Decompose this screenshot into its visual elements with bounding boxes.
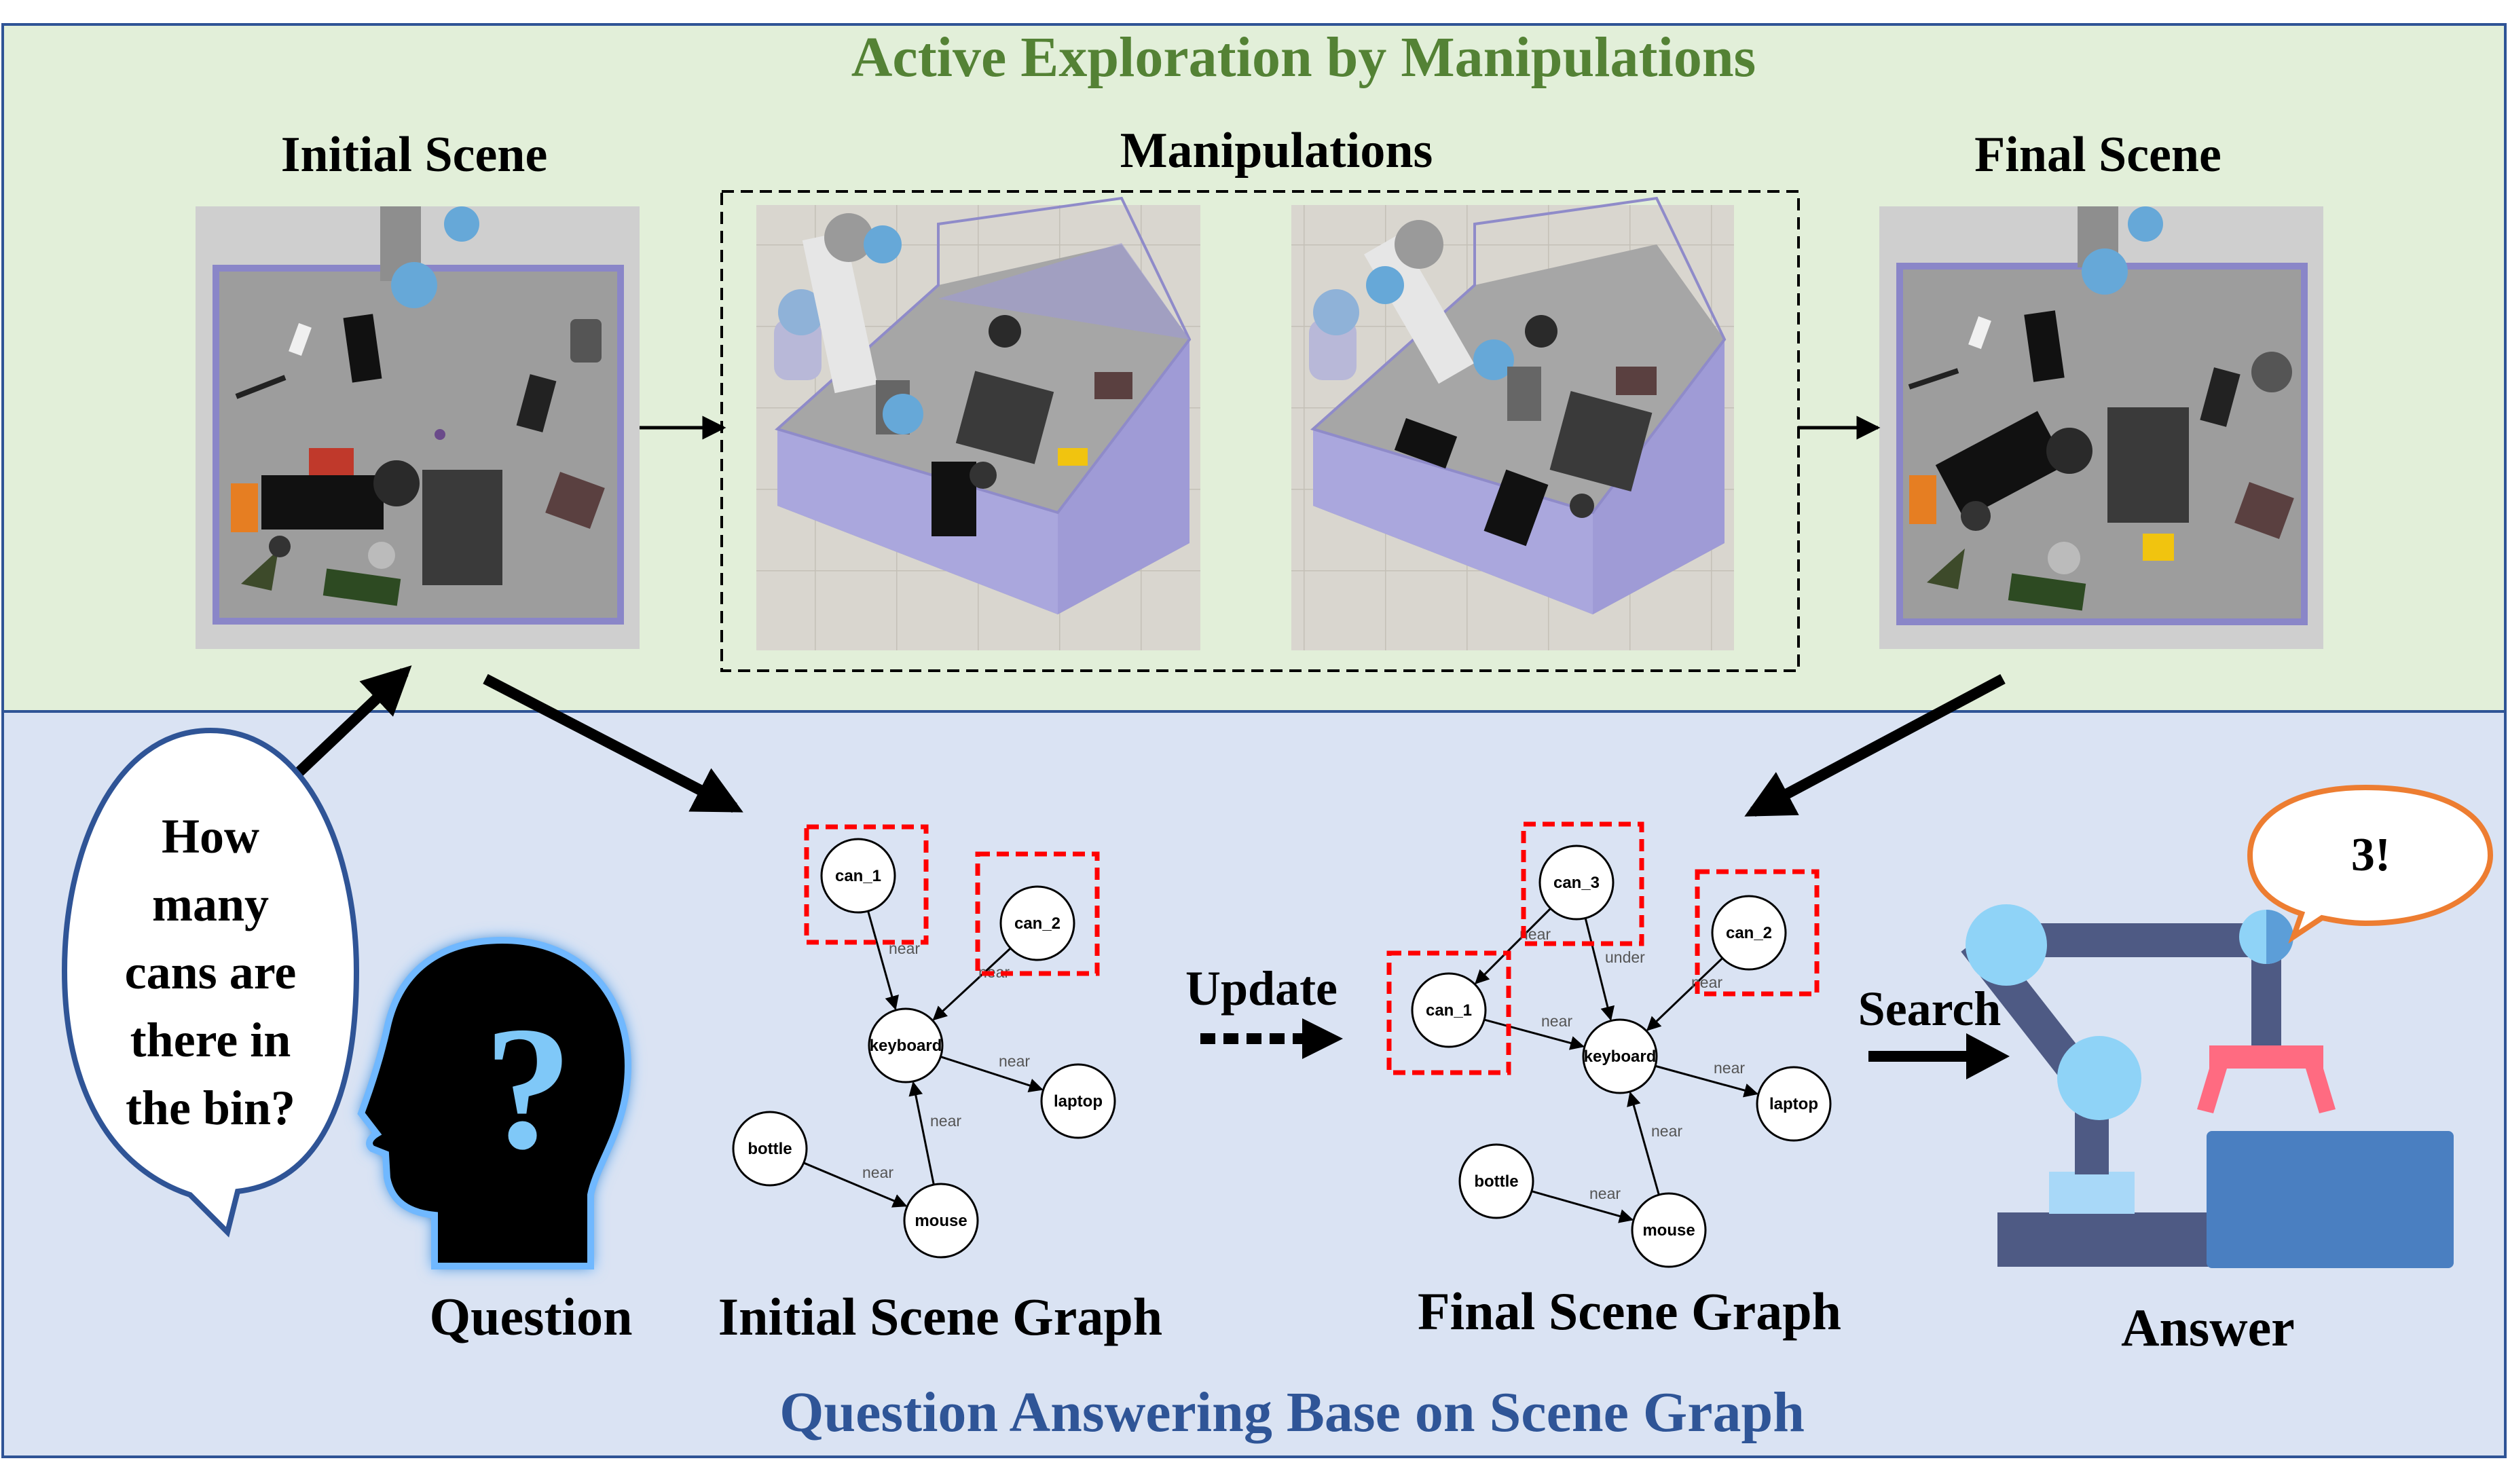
final-graph-node-label-can_2: can_2 (1726, 924, 1772, 942)
initial-graph-edge-label: near (999, 1052, 1030, 1070)
question-to-initial-scene-arrow (284, 665, 412, 786)
final-graph-node-mouse (1631, 1192, 1707, 1268)
final-graph-node-laptop (1756, 1066, 1832, 1142)
final-graph-edge-mouse-keyboard (1627, 1091, 1660, 1195)
initial-graph-node-label-bottle: bottle (748, 1140, 792, 1158)
update-label: Update (1185, 961, 1338, 1016)
initial-graph-edge-can_1-keyboard (867, 910, 899, 1011)
initial-graph-node-label-mouse: mouse (915, 1212, 967, 1230)
search-label: Search (1858, 982, 2002, 1036)
final-graph-highlight-box-can_2 (1695, 869, 1820, 997)
initial-graph-node-label-can_1: can_1 (835, 867, 881, 885)
initial-graph-node-can_2 (999, 885, 1075, 961)
question-line-1: How (162, 809, 259, 864)
initial-graph-node-bottle (732, 1111, 808, 1187)
final-graph-node-label-can_1: can_1 (1426, 1001, 1472, 1020)
final-graph-edge-can_3-keyboard (1584, 918, 1615, 1021)
initial-scene-to-graph-arrow (483, 673, 743, 813)
initial-graph-highlight-box-can_2 (975, 851, 1100, 976)
question-text: How many cans are there in the bin? (125, 809, 297, 1135)
initial-graph-edge-keyboard-laptop (940, 1056, 1044, 1092)
final-graph-node-label-mouse: mouse (1642, 1221, 1695, 1240)
robot-arm-icon (774, 213, 923, 434)
final-graph-edge-label: near (1714, 1059, 1745, 1077)
initial-graph-edge-bottle-mouse (803, 1162, 908, 1208)
final-graph-node-can_3 (1538, 845, 1615, 921)
initial-scene-graph: nearnearnearnearnearcan_1can_2keyboardla… (732, 824, 1116, 1259)
final-scene-label: Final Scene (1974, 127, 2221, 183)
bottom-panel-title: Question Answering Base on Scene Graph (779, 1381, 1805, 1444)
answer-label: Answer (2121, 1298, 2295, 1357)
question-mark-glyph: ? (484, 990, 572, 1186)
question-line-5: the bin? (126, 1081, 295, 1135)
initial-graph-edge-label: near (930, 1112, 961, 1130)
answer-speech-bubble (2247, 784, 2494, 944)
question-line-4: there in (130, 1013, 291, 1067)
initial-graph-node-laptop (1040, 1063, 1116, 1139)
final-graph-edge-bottle-mouse (1531, 1190, 1634, 1223)
final-graph-highlight-box-can_1 (1386, 950, 1511, 1075)
initial-graph-node-label-laptop: laptop (1054, 1092, 1103, 1111)
initial-graph-node-can_1 (820, 838, 896, 914)
final-graph-node-keyboard (1582, 1018, 1658, 1094)
final-graph-highlight-box-can_3 (1521, 821, 1644, 946)
final-graph-node-label-keyboard: keyboard (1584, 1047, 1657, 1066)
search-arrow-head (1966, 1033, 2010, 1079)
initial-scene-image (196, 206, 640, 649)
answer-bubble-text: 3! (2351, 829, 2391, 881)
head-question-icon (357, 936, 632, 1269)
final-graph-edge-label: near (1589, 1185, 1621, 1202)
answer-robot-icon (1961, 904, 2454, 1268)
question-line-2: many (152, 877, 269, 931)
final-graph-node-can_1 (1411, 972, 1487, 1048)
final-graph-edge-label: under (1605, 948, 1645, 966)
final-graph-edge-can_3-can_1 (1475, 908, 1551, 984)
initial-graph-node-label-can_2: can_2 (1014, 914, 1061, 933)
initial-graph-edge-label: near (862, 1164, 893, 1181)
robot-arm-icon (1309, 220, 1541, 421)
manipulation-image-1 (756, 196, 1200, 650)
question-label: Question (429, 1287, 632, 1346)
initial-graph-node-keyboard (868, 1007, 944, 1083)
final-graph-node-can_2 (1711, 895, 1787, 971)
robot-arm-icon (380, 206, 479, 308)
final-scene-to-graph-arrow (1744, 673, 2006, 817)
robot-arm-icon (2078, 206, 2163, 295)
final-graph-edge-label: near (1541, 1012, 1572, 1030)
initial-graph-highlight-box-can_1 (804, 824, 929, 945)
final-scene-graph: nearundernearnearnearnearnearcan_3can_1c… (1386, 821, 1832, 1268)
initial-scene-graph-label: Initial Scene Graph (718, 1287, 1162, 1346)
final-graph-node-bottle (1458, 1143, 1534, 1219)
manipulations-label: Manipulations (1120, 123, 1433, 179)
final-scene-graph-label: Final Scene Graph (1418, 1282, 1841, 1341)
question-speech-bubble (61, 727, 360, 1238)
initial-graph-node-mouse (903, 1183, 979, 1259)
question-line-3: cans are (125, 945, 297, 999)
update-arrow-head (1302, 1018, 1343, 1059)
initial-graph-node-label-keyboard: keyboard (870, 1037, 942, 1055)
initial-scene-label: Initial Scene (281, 127, 548, 183)
top-panel-title: Active Exploration by Manipulations (851, 26, 1756, 89)
initial-graph-edge-mouse-keyboard (908, 1081, 935, 1185)
final-graph-edge-can_2-keyboard (1646, 957, 1724, 1031)
final-graph-edge-can_1-keyboard (1483, 1018, 1585, 1050)
manipulation-image-2 (1291, 196, 1734, 650)
final-scene-image (1879, 206, 2323, 649)
final-graph-node-label-laptop: laptop (1769, 1095, 1818, 1113)
initial-graph-edge-can_2-keyboard (932, 947, 1012, 1021)
final-graph-edge-keyboard-laptop (1655, 1064, 1759, 1098)
final-graph-node-label-bottle: bottle (1474, 1172, 1518, 1191)
final-graph-node-label-can_3: can_3 (1553, 874, 1600, 892)
final-graph-edge-label: near (1651, 1122, 1682, 1140)
